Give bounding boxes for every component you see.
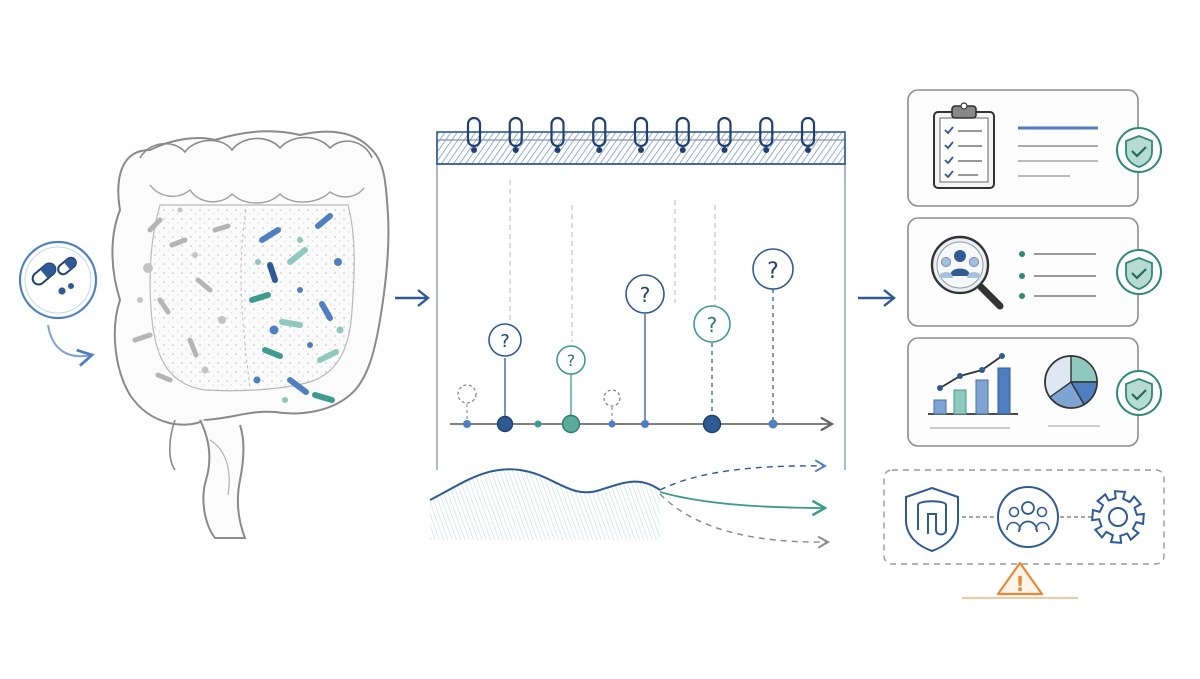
calendar-ring-hole <box>721 147 728 153</box>
shield-check-icon <box>1116 249 1162 295</box>
dashed-marker <box>457 384 477 404</box>
bottom-dashed-group: ! <box>883 469 1165 599</box>
calendar-to-panels-arrow <box>858 289 896 307</box>
svg-text:?: ? <box>767 259 779 284</box>
dashed-marker <box>603 389 621 407</box>
calendar-ring <box>550 116 565 148</box>
clipboard-checklist-icon <box>933 102 995 189</box>
svg-text:?: ? <box>707 313 718 337</box>
bar-pie-chart-icon <box>928 353 1100 429</box>
calendar-ring-hole <box>596 147 603 153</box>
question-bubble: ? <box>625 274 665 314</box>
shield-check-icon <box>1116 370 1162 416</box>
calendar-ring-hole <box>512 147 519 153</box>
colon-microbiome-illustration <box>111 130 390 539</box>
calendar-ring <box>633 116 649 148</box>
calendar-rings <box>466 116 816 153</box>
shield-check-icon <box>1116 127 1162 173</box>
svg-text:?: ? <box>640 283 651 307</box>
svg-text:?: ? <box>567 351 576 370</box>
calendar-ring <box>800 116 816 148</box>
calendar-ring <box>675 116 690 148</box>
panel-magnifier <box>907 217 1162 327</box>
wave-fill <box>430 469 660 540</box>
timeline-points <box>463 414 778 434</box>
shield-intestine-icon <box>905 486 959 553</box>
svg-text:?: ? <box>500 331 510 352</box>
capsule-pills-icon <box>18 240 98 320</box>
wave-line <box>429 468 661 501</box>
svg-text:!: ! <box>1015 572 1024 596</box>
calendar-ring <box>592 116 607 148</box>
calendar-ring <box>508 116 523 148</box>
magnifier-people-icon <box>930 235 1004 310</box>
calendar-ring-hole <box>471 147 477 153</box>
calendar-ring-hole <box>554 147 561 153</box>
calendar-ring-hole <box>679 147 686 153</box>
people-group-icon <box>997 486 1059 548</box>
colon-to-calendar-arrow <box>395 289 430 307</box>
calendar-timeline: ? ? ? ? ? <box>429 116 846 549</box>
question-bubble: ? <box>556 345 586 375</box>
panel-charts <box>907 337 1162 447</box>
gear-icon <box>1091 490 1145 544</box>
question-bubble: ? <box>693 305 731 343</box>
question-bubble: ? <box>752 248 794 290</box>
capsule-to-colon-arrow <box>47 324 95 367</box>
calendar-ring <box>717 116 732 148</box>
calendar-ring <box>466 116 482 148</box>
marker-stems <box>466 289 774 424</box>
calendar-ring-hole <box>805 147 811 153</box>
warning-triangle-icon: ! <box>962 561 1078 599</box>
calendar-ring-hole <box>638 147 644 153</box>
calendar-ring <box>759 116 774 148</box>
panel-clipboard <box>907 89 1162 207</box>
calendar-ring-hole <box>763 147 770 153</box>
question-bubble: ? <box>488 323 522 357</box>
